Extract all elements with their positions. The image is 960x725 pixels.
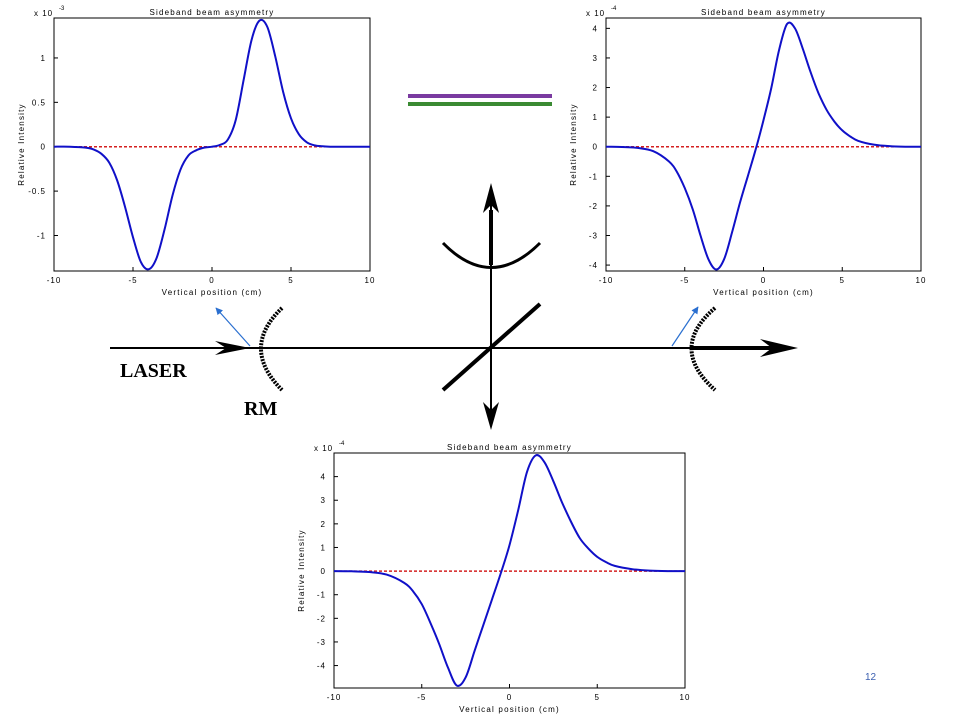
y-tick-label: 2 bbox=[593, 84, 598, 93]
asymmetry-curve bbox=[53, 18, 370, 271]
y-tick-label: -4 bbox=[317, 662, 326, 671]
x-tick-label: 5 bbox=[595, 693, 600, 702]
y-tick-label: 4 bbox=[593, 24, 598, 33]
x-tick-label: -5 bbox=[680, 276, 689, 285]
y-exponent: -3 bbox=[59, 6, 65, 12]
x-tick-label: -10 bbox=[599, 276, 614, 285]
down-arrowhead bbox=[483, 402, 499, 430]
up-arrowhead bbox=[483, 183, 499, 213]
x-tick-label: -10 bbox=[327, 693, 342, 702]
x-tick-label: 10 bbox=[680, 693, 691, 702]
laser-label: LASER bbox=[120, 360, 187, 382]
x-tick-label: -5 bbox=[417, 693, 426, 702]
recycling-mirror bbox=[259, 306, 284, 392]
x-tick-label: 0 bbox=[507, 693, 512, 702]
y-tick-label: -1 bbox=[589, 172, 598, 181]
y-tick-label: 1 bbox=[593, 113, 598, 122]
x-tick-label: 10 bbox=[916, 276, 927, 285]
x-tick-label: 0 bbox=[761, 276, 766, 285]
x-tick-label: -10 bbox=[47, 276, 62, 285]
asymmetry-curve bbox=[605, 21, 922, 271]
y-tick-label: -2 bbox=[589, 202, 598, 211]
y-tick-label: 0.5 bbox=[32, 98, 46, 107]
y-tick-label: 3 bbox=[321, 496, 326, 505]
y-exponent-label: x 10 bbox=[314, 444, 333, 453]
x-tick-label: 5 bbox=[840, 276, 845, 285]
y-axis-label: Relative Intensity bbox=[297, 529, 306, 612]
chart-top-left: -10 -5 0 5 10 -1 -0.5 0 0.5 1 Sideband beam asymme… bbox=[17, 6, 376, 297]
x-tick-label: 0 bbox=[209, 276, 214, 285]
beam-splitter bbox=[441, 302, 542, 392]
y-tick-label: 0 bbox=[593, 143, 598, 152]
chart-title: Sideband beam asymmetry bbox=[150, 8, 275, 17]
y-tick-label: -1 bbox=[317, 591, 326, 600]
y-exponent-label: x 10 bbox=[34, 9, 53, 18]
plot-frame bbox=[53, 17, 371, 272]
y-tick-label: -2 bbox=[317, 614, 326, 623]
y-axis-label: Relative Intensity bbox=[569, 103, 578, 186]
y-tick-label: -3 bbox=[317, 638, 326, 647]
x-axis-label: Vertical position (cm) bbox=[459, 705, 560, 714]
asymmetry-curve bbox=[333, 454, 686, 687]
x-tick-label: 5 bbox=[288, 276, 293, 285]
x-tick-label: 10 bbox=[365, 276, 376, 285]
y-tick-label: 0 bbox=[321, 567, 326, 576]
y-tick-label: 1 bbox=[321, 543, 326, 552]
y-tick-label: -1 bbox=[37, 231, 46, 240]
page-number: 12 bbox=[865, 672, 877, 683]
chart-title: Sideband beam asymmetry bbox=[447, 443, 572, 452]
y-tick-label: -3 bbox=[589, 231, 598, 240]
y-exponent: -4 bbox=[339, 441, 345, 447]
x-axis-label: Vertical position (cm) bbox=[713, 288, 814, 297]
chart-title: Sideband beam asymmetry bbox=[701, 8, 826, 17]
y-axis-label: Relative Intensity bbox=[17, 103, 26, 186]
y-tick-label: 4 bbox=[321, 473, 326, 482]
y-tick-label: -4 bbox=[589, 261, 598, 270]
y-exponent-label: x 10 bbox=[586, 9, 605, 18]
reflected-beam-left bbox=[215, 307, 251, 347]
y-tick-label: 0 bbox=[41, 143, 46, 152]
output-arrowhead bbox=[760, 339, 798, 357]
y-tick-label: 3 bbox=[593, 54, 598, 63]
end-mirror-right bbox=[689, 306, 717, 392]
x-axis-label: Vertical position (cm) bbox=[162, 288, 263, 297]
x-tick-label: -5 bbox=[128, 276, 137, 285]
y-exponent: -4 bbox=[611, 6, 617, 12]
y-tick-label: 1 bbox=[41, 54, 46, 63]
laser-arrowhead bbox=[215, 341, 250, 355]
rm-label: RM bbox=[244, 398, 277, 420]
optical-diagram bbox=[110, 183, 798, 430]
reflected-beam-right bbox=[671, 306, 699, 347]
y-tick-label: 2 bbox=[321, 520, 326, 529]
y-tick-label: -0.5 bbox=[28, 187, 46, 196]
